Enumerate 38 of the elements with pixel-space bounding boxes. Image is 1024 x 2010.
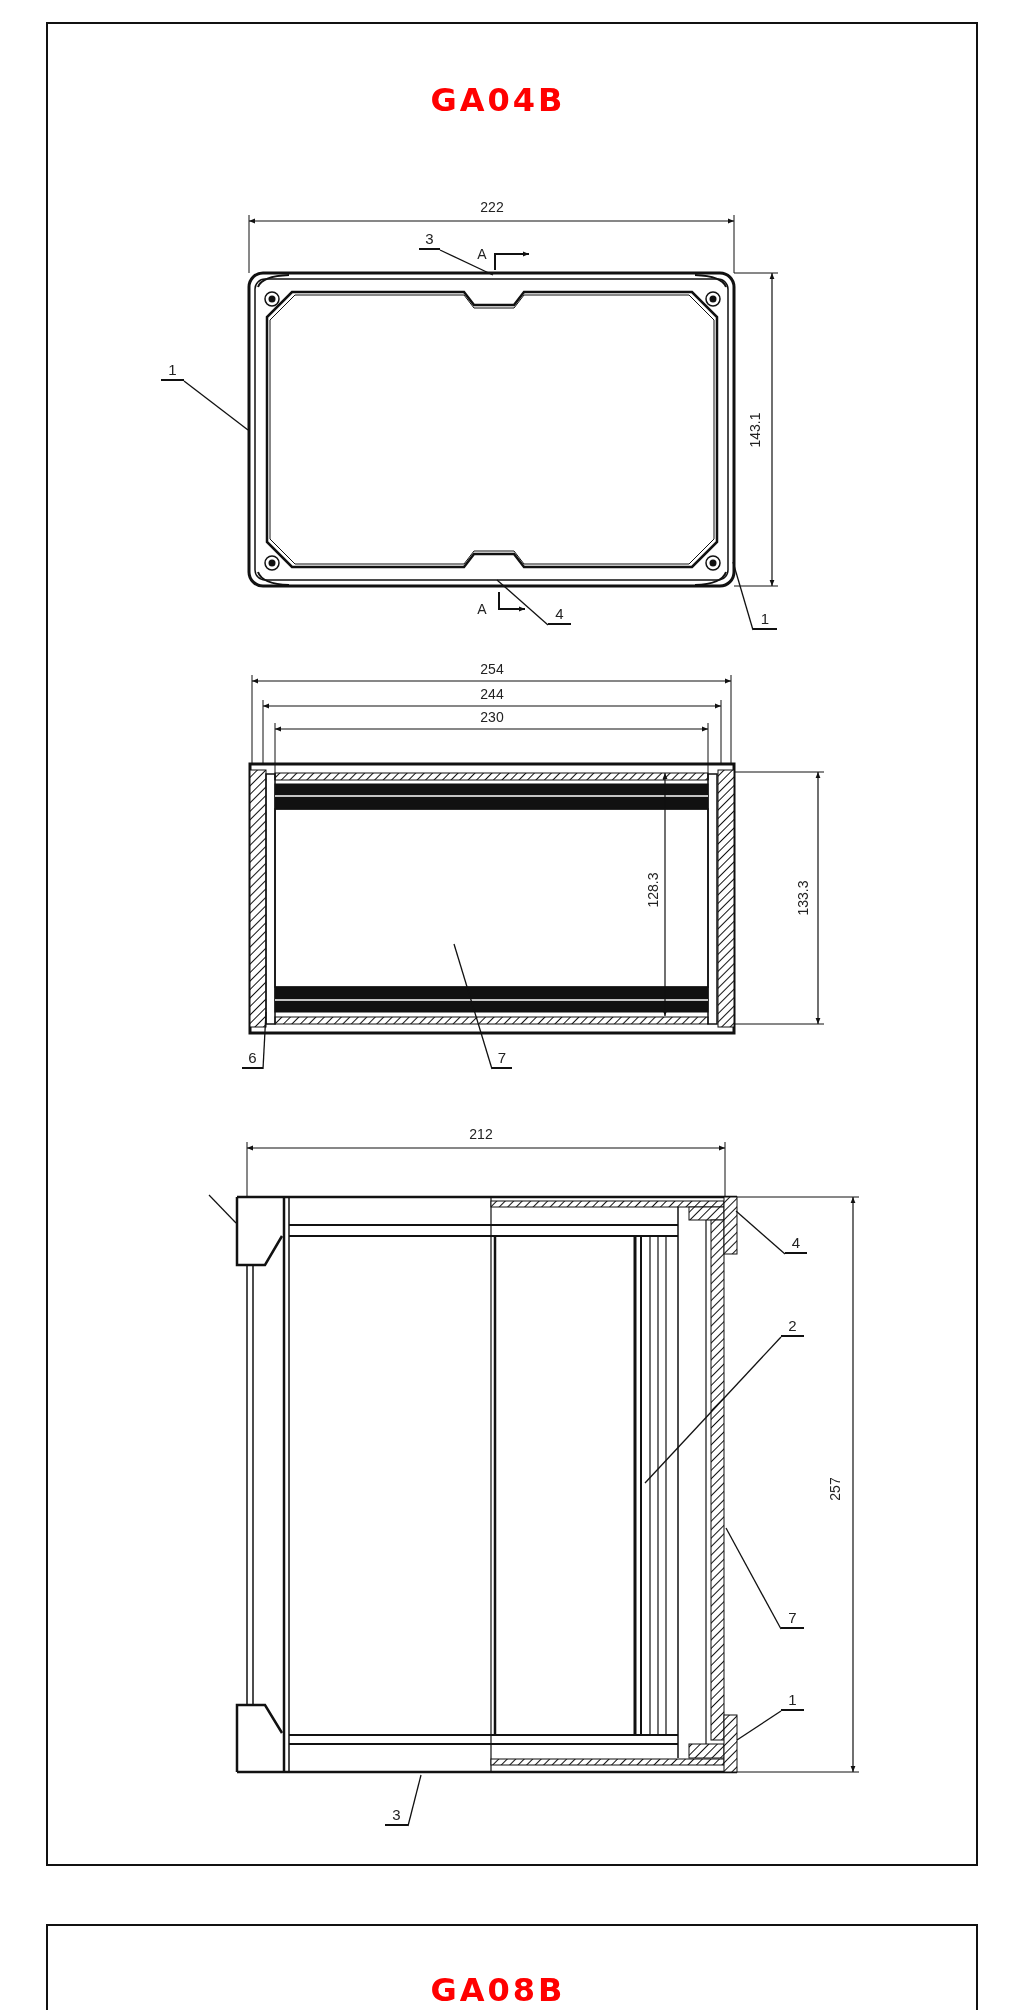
model-heading: GA08B bbox=[430, 1974, 566, 2006]
leader-line bbox=[725, 1527, 782, 1630]
leader-line bbox=[453, 943, 493, 1070]
dimension-label: 222 bbox=[480, 200, 504, 214]
callout-number: 1 bbox=[781, 1692, 804, 1711]
callout-number: 2 bbox=[781, 1318, 804, 1337]
section-label: A bbox=[477, 602, 487, 616]
enclosure-front-section-drawing bbox=[248, 762, 736, 1035]
enclosure-side-section-drawing bbox=[208, 1194, 738, 1774]
leader-line bbox=[496, 579, 549, 626]
dimension-label: 143.1 bbox=[748, 412, 762, 448]
callout-number: 7 bbox=[781, 1610, 804, 1629]
section-label: A bbox=[477, 247, 487, 261]
callout-number: 4 bbox=[548, 606, 571, 625]
callout-number: 4 bbox=[785, 1235, 807, 1254]
leader-line bbox=[736, 1710, 782, 1741]
leader-line bbox=[732, 561, 754, 631]
callout-number: 6 bbox=[242, 1050, 263, 1069]
dimension-label: 230 bbox=[480, 710, 504, 724]
leader-line bbox=[407, 1774, 422, 1827]
callout-number: 1 bbox=[161, 362, 184, 381]
callout-number: 1 bbox=[753, 611, 777, 630]
leader-line bbox=[735, 1210, 786, 1255]
enclosure-top-view-drawing bbox=[247, 271, 736, 588]
dimension-label: 133.3 bbox=[796, 880, 810, 916]
callout-number: 3 bbox=[385, 1807, 408, 1826]
dimension-label: 257 bbox=[828, 1477, 842, 1501]
dimension-label: 254 bbox=[480, 662, 504, 676]
callout-number: 3 bbox=[419, 231, 440, 250]
leader-line bbox=[262, 1011, 267, 1070]
callout-number: 7 bbox=[492, 1050, 512, 1069]
dimension-label: 244 bbox=[480, 687, 504, 701]
model-heading: GA04B bbox=[430, 84, 566, 116]
leader-line bbox=[439, 249, 494, 276]
dimension-label: 128.3 bbox=[646, 872, 660, 908]
dimension-label: 212 bbox=[469, 1127, 493, 1141]
leader-line bbox=[644, 1336, 782, 1484]
leader-line bbox=[183, 380, 249, 431]
